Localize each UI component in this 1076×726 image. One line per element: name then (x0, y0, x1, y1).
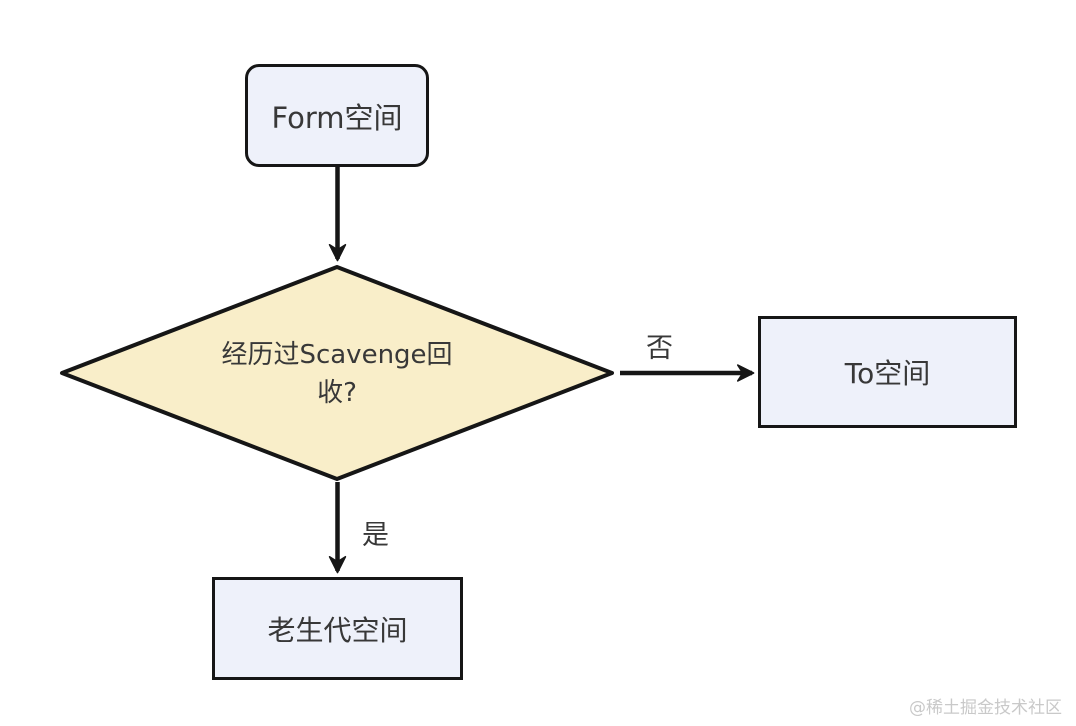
node-old-gen-space: 老生代空间 (212, 577, 463, 680)
decision-label-line-2: 收? (317, 378, 357, 408)
edge-label-yes: 是 (362, 520, 389, 551)
node-to-space-label: To空间 (844, 357, 931, 390)
decision-label-line-1: 经历过Scavenge回 (221, 340, 453, 370)
node-to-space: To空间 (758, 316, 1017, 428)
watermark: @稀土掘金技术社区 (909, 698, 1062, 718)
node-form-space-label: Form空间 (271, 100, 403, 135)
node-decision-label: 经历过Scavenge回 收? (177, 336, 497, 412)
decision-diamond-shape (60, 265, 614, 481)
edge-label-no: 否 (646, 333, 673, 364)
node-old-gen-space-label: 老生代空间 (267, 613, 408, 647)
node-form-space: Form空间 (245, 64, 429, 167)
